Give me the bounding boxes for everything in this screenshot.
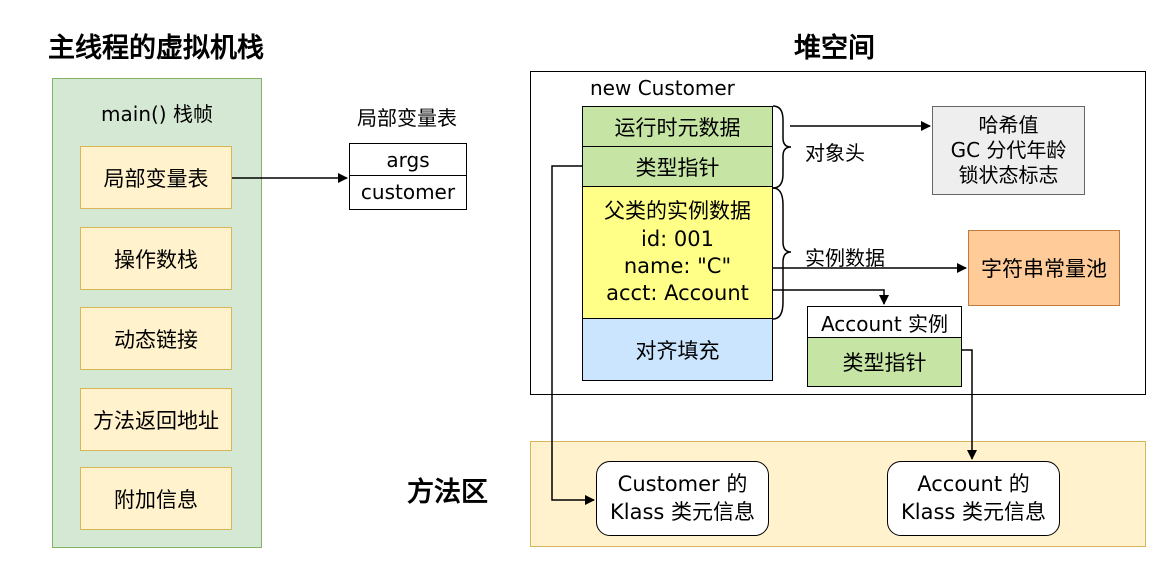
heap-title: 堆空间 — [794, 33, 875, 64]
padding-cell: 对齐填充 — [582, 318, 773, 381]
customer-klass-box: Customer 的 Klass 类元信息 — [596, 461, 769, 536]
type-pointer-cell: 类型指针 — [582, 146, 773, 188]
account-klass-box: Account 的 Klass 类元信息 — [887, 461, 1060, 536]
lock-flag-text: 锁状态标志 — [958, 163, 1059, 187]
account-type-pointer-cell: 类型指针 — [807, 337, 962, 387]
stack-item-operand-stack: 操作数栈 — [80, 227, 232, 290]
local-var-args: args — [350, 144, 466, 176]
object-label: new Customer — [590, 76, 735, 100]
account-klass-line2: Klass 类元信息 — [900, 499, 1047, 524]
customer-klass-line2: Klass 类元信息 — [609, 499, 756, 524]
object-header-label: 对象头 — [805, 141, 865, 165]
method-area-title: 方法区 — [407, 477, 488, 508]
instance-data-cell: 父类的实例数据 id: 001 name: "C" acct: Account — [582, 186, 773, 320]
stack-item-extra-info: 附加信息 — [80, 467, 232, 530]
customer-klass-line1: Customer 的 — [617, 472, 748, 497]
instance-data-line-parent: 父类的实例数据 — [604, 199, 751, 224]
header-info-box: 哈希值 GC 分代年龄 锁状态标志 — [932, 106, 1085, 195]
stack-item-dynamic-link: 动态链接 — [80, 307, 232, 370]
instance-data-line-acct: acct: Account — [606, 281, 749, 306]
stack-item-local-vars: 局部变量表 — [80, 146, 232, 209]
stack-item-return-address: 方法返回地址 — [80, 388, 232, 451]
instance-data-line-name: name: "C" — [623, 254, 732, 278]
account-instance-label: Account 实例 — [807, 306, 962, 339]
local-vars-title: 局部变量表 — [357, 106, 457, 130]
gc-age-text: GC 分代年龄 — [950, 138, 1067, 162]
frame-label: main() 栈帧 — [101, 102, 213, 126]
hash-code-text: 哈希值 — [978, 113, 1039, 137]
local-vars-table: args customer — [349, 143, 467, 210]
runtime-metadata-cell: 运行时元数据 — [582, 106, 773, 148]
instance-data-line-id: id: 001 — [641, 226, 714, 251]
instance-data-label: 实例数据 — [805, 246, 885, 270]
string-constant-pool: 字符串常量池 — [968, 230, 1120, 306]
stack-title: 主线程的虚拟机栈 — [48, 33, 264, 64]
account-klass-line1: Account 的 — [917, 472, 1030, 497]
local-var-customer: customer — [360, 180, 456, 204]
